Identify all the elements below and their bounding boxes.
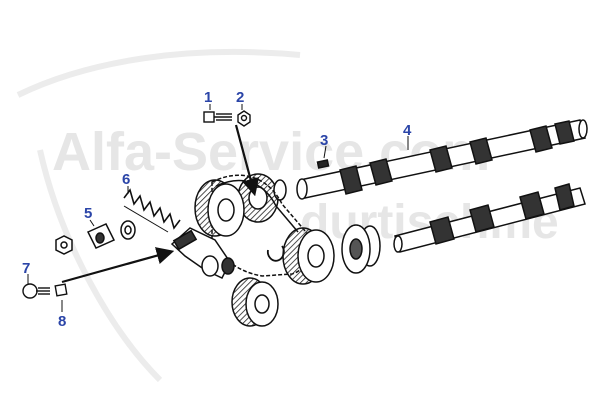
leader-lines — [27, 104, 409, 312]
tensioner-assembly — [170, 227, 235, 279]
callout-5: 5 — [84, 205, 92, 222]
lower-camshaft — [341, 183, 586, 274]
woodruff-key-shape — [316, 159, 330, 169]
nut-part — [237, 110, 251, 127]
watermark-swoosh-top — [16, 48, 301, 98]
lower-sprocket — [231, 277, 279, 327]
screw-part — [22, 283, 50, 299]
nut-and-washer — [55, 220, 136, 255]
callout-3: 3 — [320, 132, 328, 149]
washer-part — [54, 283, 68, 297]
tensioner-spring — [123, 188, 181, 233]
camshaft — [296, 119, 588, 200]
callout-6: 6 — [122, 171, 130, 188]
bolt-part — [203, 111, 232, 123]
watermark: Alfa-Service.com durtischme — [16, 48, 559, 383]
arrow-washer-to-tensioner — [61, 247, 175, 284]
callout-8: 8 — [58, 313, 66, 330]
watermark-swoosh-left — [37, 149, 163, 383]
snap-ring — [266, 245, 285, 262]
left-sprocket — [194, 179, 245, 237]
bracket-part — [86, 223, 116, 249]
right-sprocket — [282, 227, 335, 285]
arrow-nut-to-sprocket — [234, 124, 260, 197]
callout-1: 1 — [204, 89, 212, 106]
callout-2: 2 — [236, 89, 244, 106]
callout-4: 4 — [403, 122, 412, 139]
callout-7: 7 — [22, 260, 30, 277]
